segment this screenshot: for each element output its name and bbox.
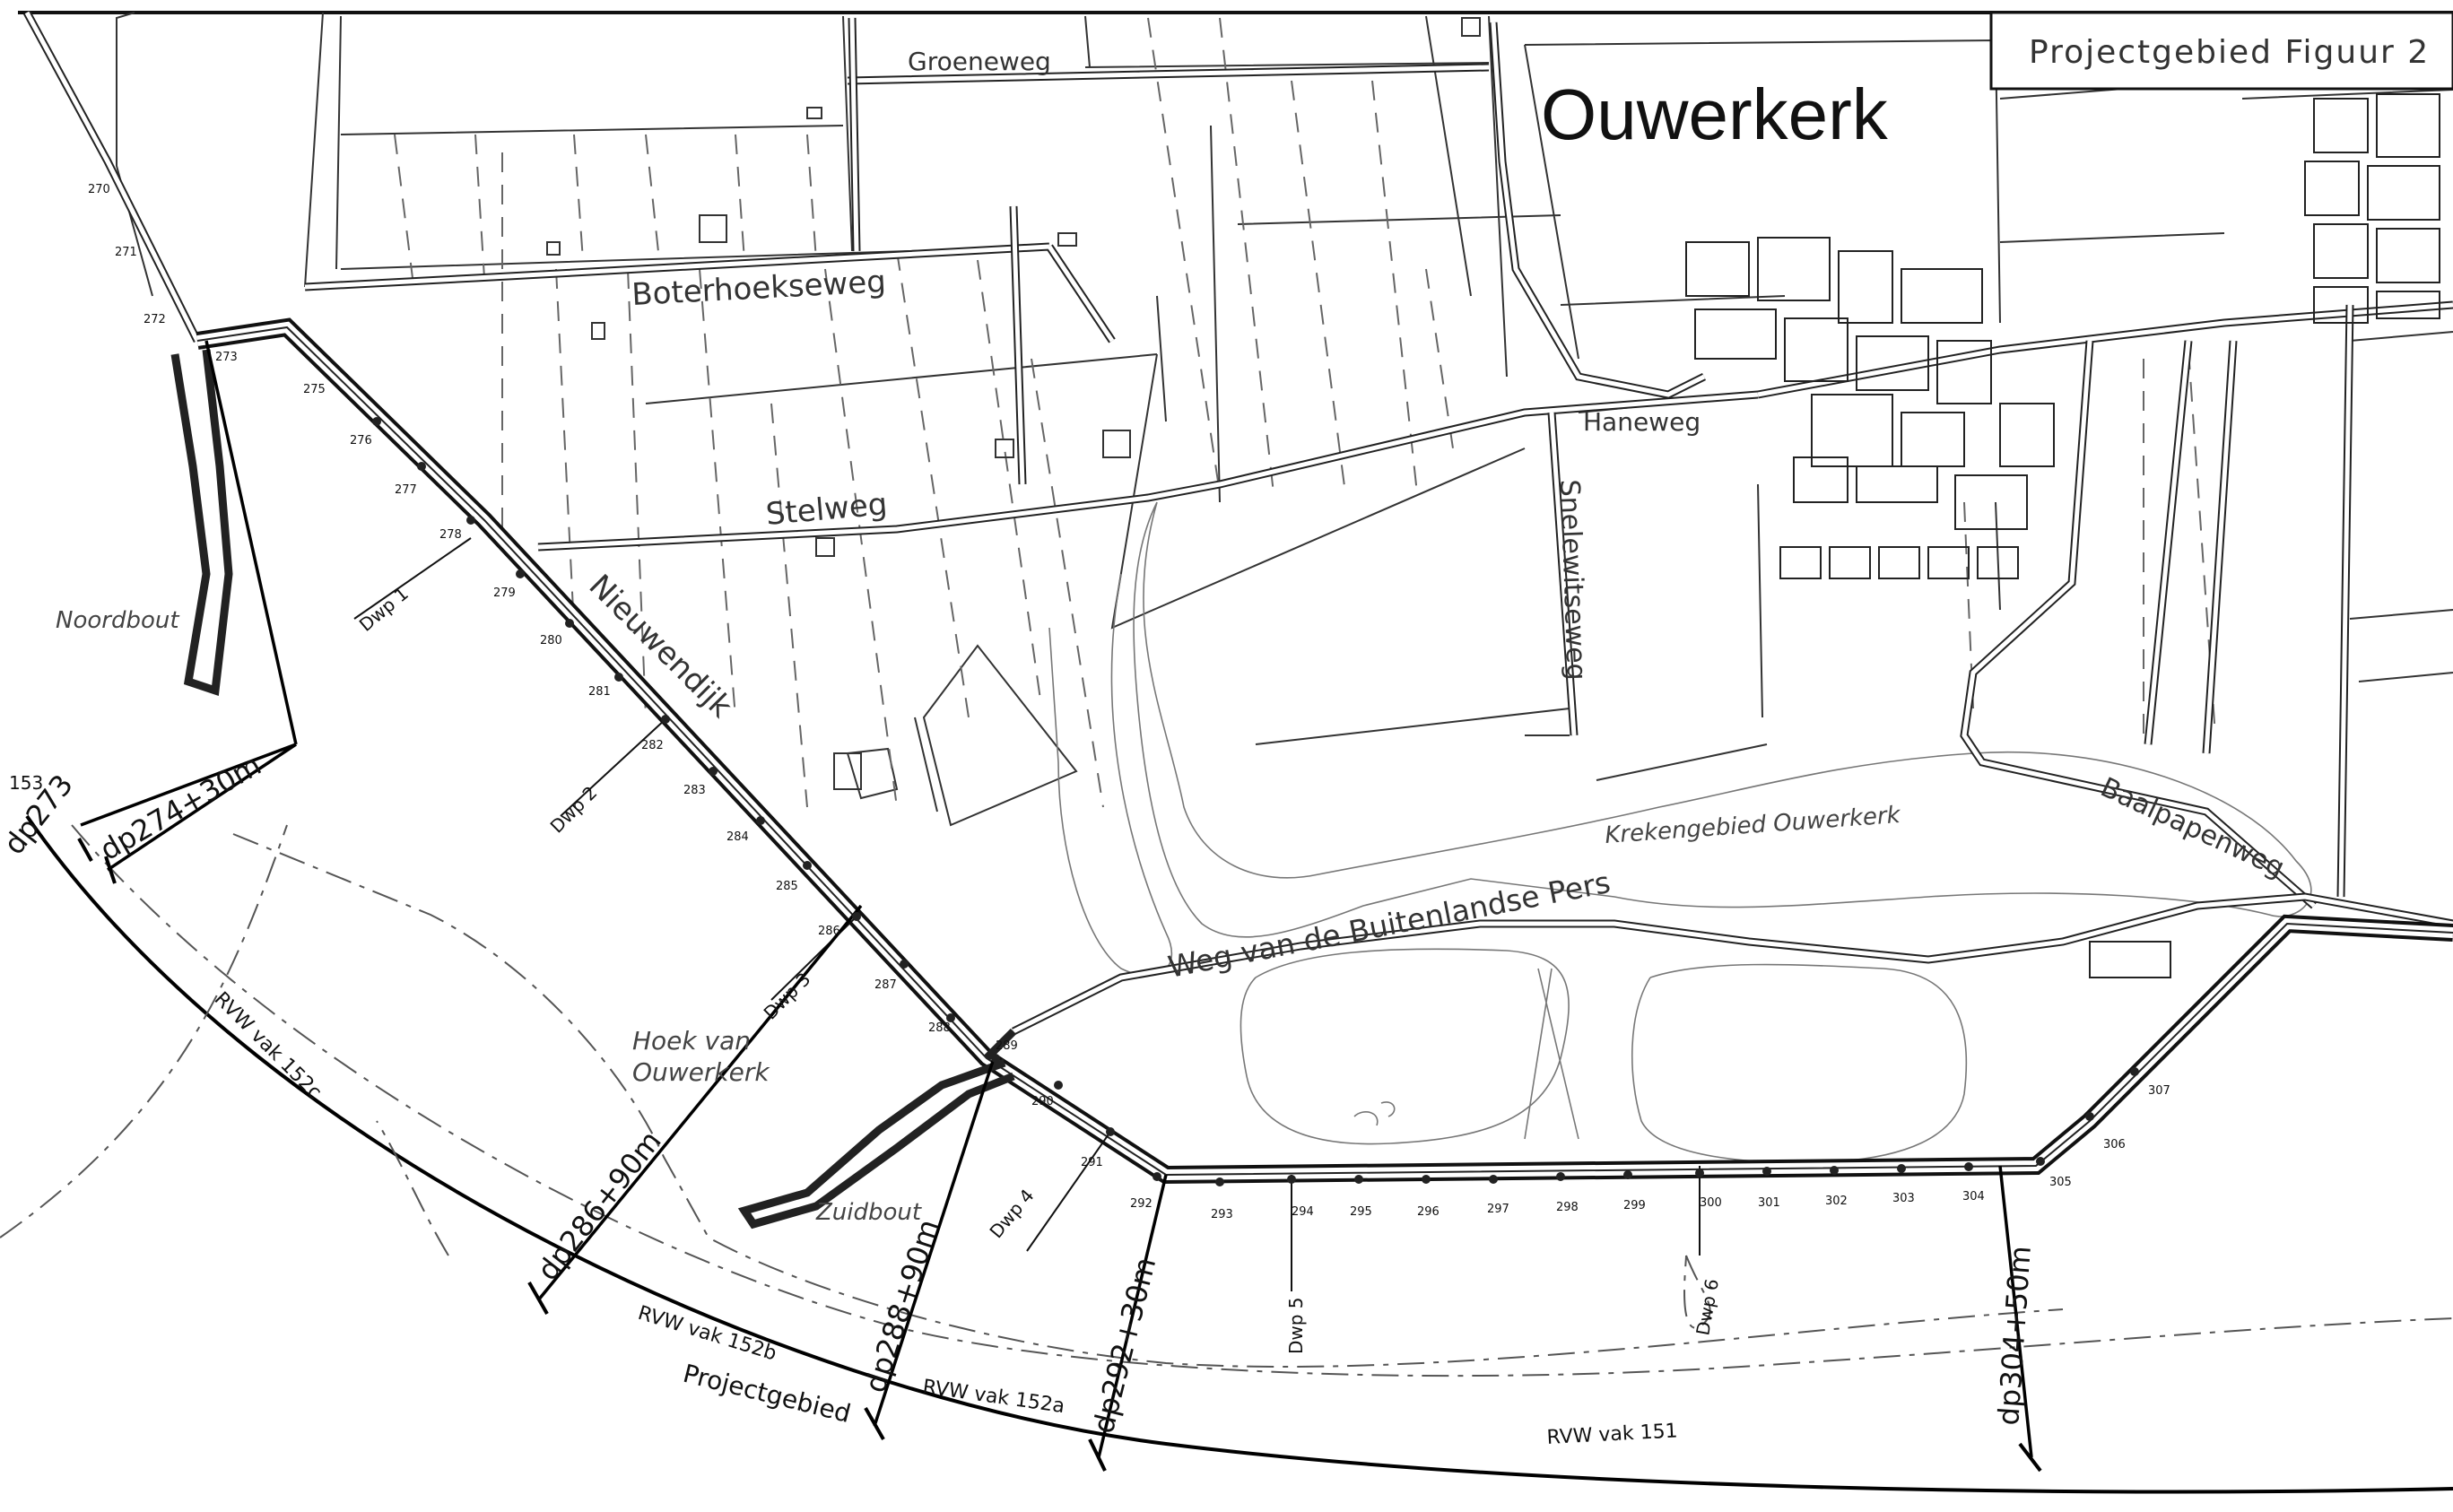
- label-dp274: dp274+30m: [94, 748, 267, 867]
- dike-number: 281: [588, 685, 611, 699]
- label-dwp3: Dwp 3: [760, 969, 815, 1024]
- dike-number: 270: [88, 183, 110, 196]
- label-dwp4: Dwp 4: [985, 1185, 1038, 1242]
- dike-number: 283: [683, 784, 706, 797]
- dike-number: 301: [1758, 1196, 1780, 1210]
- label-dwp1: Dwp 1: [355, 583, 413, 636]
- dike-number: 273: [215, 351, 238, 364]
- place-name-ouwerkerk: Ouwerkerk: [1541, 74, 1889, 154]
- label-153: 153: [9, 772, 43, 794]
- dike-number: 302: [1825, 1195, 1848, 1208]
- dike-number: 307: [2148, 1084, 2170, 1098]
- dike-number: 297: [1487, 1203, 1509, 1216]
- dike-pole-numbers: 270 271 272 273 275 276 277 278 279 280 …: [88, 183, 2170, 1221]
- dike-number: 286: [818, 925, 840, 938]
- village-ouwerkerk: [1685, 93, 2440, 978]
- dike-number: 290: [1031, 1095, 1054, 1108]
- field-parcels: [116, 12, 2453, 827]
- label-rvw-152c: RVW vak 152c: [210, 988, 326, 1105]
- dike-number: 284: [726, 830, 749, 844]
- label-projectgebied: Projectgebied: [680, 1359, 854, 1429]
- label-ouwerkerk-area: Ouwerkerk: [632, 1057, 770, 1087]
- project-boundary: [0, 814, 2453, 1494]
- label-snelewitseweg: Snelewitseweg: [1553, 479, 1592, 681]
- dike-number: 278: [439, 528, 462, 542]
- dike-number: 287: [874, 978, 897, 992]
- label-baalpapenweg: Baalpapenweg: [2096, 772, 2290, 884]
- dike-number: 280: [540, 634, 562, 647]
- figure-title: Projectgebied Figuur 2: [2029, 34, 2430, 71]
- dwp-leader-lines: [353, 537, 1701, 1291]
- dike-number: 285: [776, 880, 798, 893]
- dike-number: 288: [928, 1021, 951, 1035]
- dike-number: 271: [115, 246, 137, 259]
- buildings: [546, 17, 1481, 790]
- label-haneweg: Haneweg: [1583, 407, 1701, 437]
- dike-number: 306: [2103, 1138, 2126, 1151]
- dike-number: 292: [1130, 1197, 1153, 1211]
- dike-poles: [372, 417, 2139, 1186]
- label-noordbout: Noordbout: [56, 607, 179, 634]
- label-dp288: dp288+90m: [857, 1215, 945, 1396]
- dike-number: 295: [1350, 1205, 1372, 1219]
- label-zuidbout: Zuidbout: [815, 1199, 922, 1226]
- label-stelweg: Stelweg: [764, 486, 889, 533]
- label-dp286: dp286+90m: [530, 1125, 667, 1287]
- dike-number: 296: [1417, 1205, 1440, 1219]
- dike-number: 304: [1962, 1190, 1985, 1204]
- dike-number: 293: [1211, 1208, 1233, 1221]
- creek-area: [1048, 501, 2312, 1163]
- dike-number: 305: [2049, 1176, 2072, 1189]
- label-dp304: dp304+50m: [1991, 1245, 2038, 1427]
- dike-number: 279: [493, 587, 516, 600]
- label-hoek-van: Hoek van: [632, 1026, 751, 1056]
- dike-number: 272: [144, 313, 166, 326]
- label-dwp2: Dwp 2: [546, 782, 602, 838]
- roads: [23, 10, 2453, 1036]
- title-box: Projectgebied Figuur 2: [1989, 11, 2453, 91]
- dike-number: 300: [1700, 1196, 1722, 1210]
- dike-number: 294: [1292, 1205, 1314, 1219]
- label-dp292: dp292+30m: [1086, 1254, 1162, 1437]
- label-dwp5: Dwp 5: [1285, 1297, 1307, 1354]
- dike-number: 275: [303, 383, 326, 396]
- dike-number: 298: [1556, 1201, 1579, 1214]
- dike-number: 282: [641, 739, 664, 752]
- dike-number: 291: [1081, 1156, 1103, 1169]
- dike-number: 276: [350, 434, 372, 448]
- label-dwp6: Dwp 6: [1692, 1277, 1723, 1337]
- label-groeneweg: Groeneweg: [908, 47, 1051, 76]
- dp-section-lines: [77, 340, 2042, 1473]
- label-rvw-152b: RVW vak 152b: [635, 1302, 779, 1366]
- dike-number: 289: [996, 1039, 1018, 1053]
- dike-number: 277: [395, 483, 417, 497]
- dike-number: 299: [1623, 1199, 1646, 1212]
- label-rvw-151: RVW vak 151: [1546, 1420, 1678, 1449]
- dike-number: 303: [1892, 1192, 1915, 1205]
